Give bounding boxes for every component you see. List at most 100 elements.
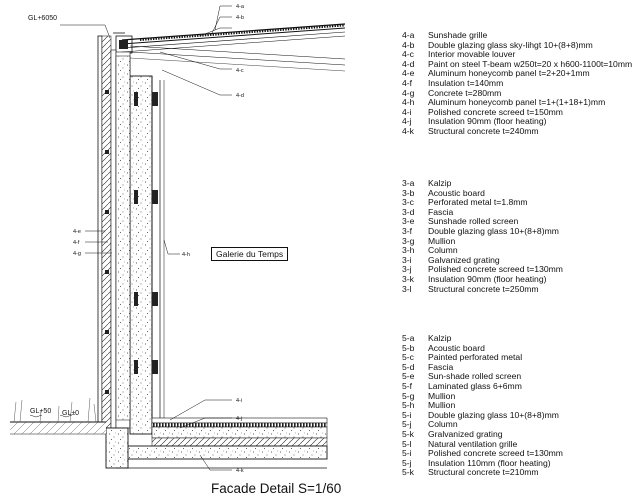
legend-code: 5-h [402,400,415,411]
legend-code: 5-a [402,333,415,343]
legend-description: Acoustic board [428,187,485,198]
legend-row: 4-h Aluminum honeycomb panel t=1+(1+18+1)… [402,98,632,108]
legend-code: 4-d [402,58,415,69]
legend-description: Insulation 110mm (floor heating) [428,457,551,468]
legend-code: 4-j [402,116,412,127]
legend-description: Galvanized grating [428,254,500,265]
legend-code: 5-k [402,467,414,478]
legend-description: Sun-shade rolled screen [428,371,522,382]
callout-4-h: 4-h [182,252,190,258]
legend-row: 3-b Acoustic board [402,187,563,199]
legend-code: 3-l [402,283,412,294]
callout-4-k: 4-k [236,468,244,474]
legend-row: 5-f Laminated glass 6+6mm [402,380,563,392]
legend-section-4: 4-a Sunshade grille 4-b Double glazing glas… [402,30,632,137]
legend-row: 3-l Structural concrete t=250mm [402,283,563,295]
legend-description: Concrete t=280mm [428,87,502,98]
legend-row: 5-j Insulation 110mm (floor heating) [402,457,563,469]
legend-description: Laminated glass 6+6mm [428,380,522,391]
legend-code: 3-h [402,245,415,256]
legend-row: 5-i Polished concrete screed t=130mm [402,449,563,459]
legend-description: Mullion [428,400,456,411]
legend-description: Natural ventilation grille [428,438,518,449]
legend-code: 5-i [402,448,412,459]
legend-code: 4-c [402,49,414,60]
legend-description: Structural concrete t=250mm [428,283,539,294]
legend-code: 4-h [402,97,415,108]
mullion-brackets [105,90,158,394]
legend-code: 3-j [402,264,412,275]
legend-description: Double glazing glass 10+(8+8)mm [428,225,559,236]
legend-code: 5-e [402,371,415,382]
ground [10,397,106,435]
legend-description: Polished concrete screed t=130mm [428,448,563,459]
callout-4-d: 4-d [236,93,244,99]
roof-skylight [113,23,346,72]
legend-code: 5-b [402,342,415,353]
legend-row: 5-e Sun-shade rolled screen [402,372,563,382]
callout-4-f: 4-f [73,240,80,246]
legend-code: 5-c [402,352,414,363]
legend-code: 5-g [402,390,415,401]
callout-4-i: 4-i [236,398,242,404]
legend-description: Aluminum honeycomb panel t=1+(1+18+1)mm [428,97,606,108]
legend-row: 4-a Sunshade grille [402,30,632,41]
room-label: Galerie du Temps [211,247,289,261]
legend-description: Double glazing glass sky-lihgt 10+(8+8)m… [428,39,593,50]
legend-row: 5-k Structural concrete t=210mm [402,468,563,478]
floor-slab [105,417,328,469]
legend-description: Insulation 90mm (floor heating) [428,116,547,127]
legend-row: 4-f Insulation t=140mm [402,77,632,89]
callout-4-a: 4-a [236,4,245,10]
legend-description: Kalzip [428,178,452,188]
legend-description: Double glazing glass 10+(8+8)mm [428,409,559,420]
legend-code: 3-f [402,225,413,236]
legend-code: 4-g [402,87,415,98]
legend-code: 5-f [402,380,413,391]
legend-code: 3-i [402,254,412,265]
callout-4-g: 4-g [73,251,81,257]
legend-code: 4-b [402,39,415,50]
legend-description: Aluminum honeycomb panel t=2+20+1mm [428,68,590,79]
legend-code: 4-a [402,30,415,40]
legend-description: Insulation t=140mm [428,77,504,88]
legend-row: 3-i Galvanized grating [402,254,563,266]
legend-description: Gralvanized grating [428,428,503,439]
legend-code: 4-i [402,106,412,117]
legend-code: 3-b [402,187,415,198]
legend-code: 4-k [402,125,414,136]
callout-tags: 4-a 4-b 4-c 4-d 4-e 4-f 4-g 4-h 4-i 4-j … [73,4,245,474]
legend-description: Sunshade grille [428,30,488,40]
legend-description: Mullion [428,235,456,246]
legend-code: 5-j [402,457,412,468]
callout-4-e: 4-e [73,229,81,235]
level-ground-2: GL±0 [62,410,80,417]
legend-row: 4-j Insulation 90mm (floor heating) [402,117,632,127]
legend-code: 5-i [402,409,412,420]
legend-description: Column [428,419,458,430]
leader-lines [60,5,232,471]
legend-description: Structural concrete t=210mm [428,467,539,478]
legend-code: 4-f [402,77,413,88]
legend-description: Fascia [428,361,454,372]
legend-code: 3-e [402,216,415,227]
